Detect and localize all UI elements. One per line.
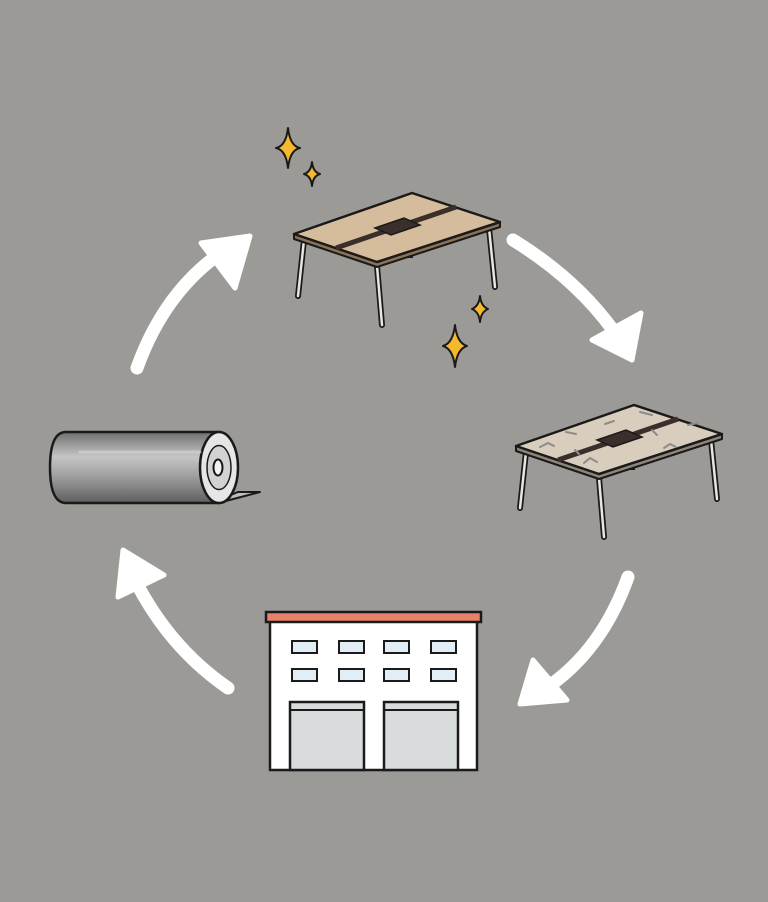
used-desk-icon [514, 403, 724, 540]
new-desk-icon [292, 191, 502, 328]
sparkle-icon [275, 127, 301, 169]
sparkle-icon [471, 295, 489, 323]
arrow-used-desk-to-factory [517, 570, 635, 707]
arrow-roll-to-new-desk [130, 233, 253, 375]
material-roll-icon [48, 430, 261, 505]
sparkle-icon [442, 324, 468, 368]
arrow-new-desk-to-used-desk [506, 233, 644, 363]
arrow-factory-to-roll [115, 547, 235, 695]
sparkle-icon [303, 161, 321, 187]
factory-building-icon [264, 610, 483, 772]
